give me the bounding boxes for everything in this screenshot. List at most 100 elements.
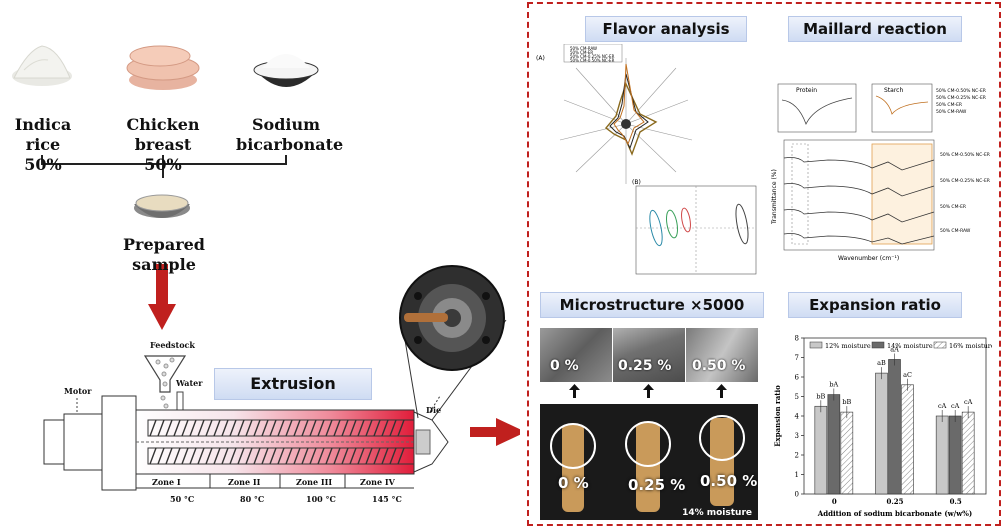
- process-diagram: [12, 45, 520, 491]
- panel-a-label: (A): [536, 55, 545, 62]
- y-tick-label: 4: [795, 413, 800, 421]
- ingredient-name: Chicken breast: [126, 115, 200, 154]
- x-tick-label: 0: [832, 497, 837, 506]
- extrudate-label: 0 %: [558, 474, 589, 492]
- legend-swatch: [933, 341, 947, 349]
- ftir-series-label: 50% CM-RAW: [936, 109, 967, 115]
- protein-inset: [777, 83, 857, 133]
- motor-label: Motor: [64, 386, 92, 396]
- radar-legend-item: 50% CM-0.25% NC-ER: [570, 54, 615, 59]
- ingredient-bicarbonate: Sodium bicarbonate: [236, 115, 344, 155]
- extrusion-title: Extrusion: [214, 368, 372, 400]
- ftir-series-label: 50% CM-0.25% NC-ER: [940, 178, 990, 184]
- extruder-barrel: [135, 409, 420, 489]
- ingredient-rice: Indica rice 50%: [0, 115, 88, 175]
- rice-flour-icon: [12, 45, 72, 86]
- radar-legend-item: 50% CM-RAW: [570, 46, 597, 51]
- y-tick-label: 3: [795, 432, 799, 440]
- down-arrow-icon: [148, 264, 176, 330]
- bar: [935, 415, 949, 495]
- ftir-series-label: 50% CM-0.25% NC-ER: [936, 95, 986, 101]
- y-tick-label: 2: [795, 452, 799, 460]
- zone-label: Zone II: [228, 477, 261, 487]
- y-tick-label: 1: [795, 471, 799, 479]
- bicarbonate-bowl-icon: [253, 54, 319, 87]
- data-label: cA: [964, 398, 973, 406]
- data-label: aB: [877, 359, 886, 367]
- pca-plot: (B): [632, 179, 757, 275]
- sem-image-0: [540, 328, 612, 382]
- sem-label: 0.50 %: [692, 358, 746, 374]
- zone-label: Zone IV: [360, 477, 395, 487]
- ftir-xlabel: Wavenumber (cm⁻¹): [838, 255, 899, 262]
- flavor-radar-chart: (A) 50% CM-RAW 50% CM-ER 50% CM-0.25% NC…: [536, 44, 757, 275]
- extrudate-label: 0.25 %: [628, 476, 686, 494]
- legend-label: 16% moisture: [949, 342, 992, 350]
- y-tick-label: 7: [795, 354, 799, 362]
- legend-swatch: [871, 341, 885, 349]
- prepared-sample-label: Prepared sample: [123, 235, 205, 274]
- x-axis-label: Addition of sodium bicarbonate (w/w%): [817, 509, 972, 518]
- ingredient-name: Sodium: [251, 115, 321, 134]
- moisture-note: 14% moisture: [682, 508, 752, 518]
- ftir-series-label: 50% CM-RAW: [940, 228, 971, 234]
- results-frame: [527, 2, 1001, 526]
- extrudate-photo: 0 % 0.25 % 0.50 % 14% moisture: [540, 404, 758, 520]
- bar: [875, 372, 888, 495]
- bar: [901, 384, 914, 495]
- bar: [840, 411, 854, 495]
- data-label: bB: [842, 398, 851, 406]
- flavor-panel-title: Flavor analysis: [585, 16, 747, 42]
- y-tick-label: 5: [795, 393, 799, 401]
- sem-image-050: [686, 328, 758, 382]
- chicken-breast-icon: [126, 45, 200, 90]
- sem-arrows: [569, 384, 727, 398]
- protein-inset-label: Protein: [796, 87, 817, 94]
- sem-label: 0.25 %: [618, 358, 672, 374]
- sample-dish-icon: [134, 194, 190, 218]
- maillard-panel-title: Maillard reaction: [788, 16, 962, 42]
- microstructure-panel-title: Microstructure ×5000: [540, 292, 764, 318]
- x-tick-label: 0.25: [886, 497, 903, 506]
- sem-images: 0 % 0.25 % 0.50 %: [540, 328, 758, 382]
- feed-hopper-icon: [143, 355, 187, 409]
- data-label: cA: [938, 402, 947, 410]
- panel-b-label: (B): [632, 179, 641, 186]
- x-tick-label: 0.5: [950, 497, 962, 506]
- y-axis-label: Expansion ratio: [773, 385, 782, 447]
- extrudate-drawing: [550, 415, 745, 512]
- bar: [827, 394, 841, 495]
- data-label: cA: [951, 402, 960, 410]
- y-tick-label: 0: [795, 491, 799, 499]
- radar-legend-item: 50% CM-ER: [570, 50, 593, 55]
- ingredient-name-line2: bicarbonate: [236, 135, 344, 154]
- bar: [948, 415, 962, 495]
- data-label: aC: [903, 371, 912, 379]
- motor-icon: [43, 395, 137, 491]
- extrudate-label: 0.50 %: [700, 472, 758, 490]
- ftir-series-label: 50% CM-ER: [940, 204, 966, 210]
- zone-temp: 50 °C: [170, 494, 195, 504]
- zone-label: Zone III: [296, 477, 333, 487]
- bar: [814, 405, 828, 495]
- legend-label: 12% moisture: [825, 342, 871, 350]
- data-label: aA: [890, 345, 899, 353]
- radar-legend: [563, 44, 623, 63]
- water-label: Water: [176, 378, 203, 388]
- die-icon: [413, 395, 449, 473]
- ftir-series-label: 50% CM-ER: [936, 102, 962, 108]
- zone-temp: 100 °C: [306, 494, 336, 504]
- zone-label: Zone I: [152, 477, 181, 487]
- radar-legend-item: 50% CM-0.50% NC-ER: [570, 58, 615, 63]
- expansion-panel-title: Expansion ratio: [788, 292, 962, 318]
- data-label: bA: [829, 381, 838, 389]
- data-label: bB: [816, 392, 825, 400]
- ftir-chart: Protein Starch 50% CM-0.50% NC-ER 50% CM…: [771, 83, 990, 262]
- ingredient-ratio: 50%: [144, 155, 182, 174]
- bar: [961, 411, 975, 495]
- starch-inset-label: Starch: [884, 87, 903, 94]
- die-label: Die: [426, 405, 442, 415]
- ingredient-ratio: 50%: [24, 155, 62, 174]
- ftir-series-label: 50% CM-0.50% NC-ER: [936, 88, 986, 94]
